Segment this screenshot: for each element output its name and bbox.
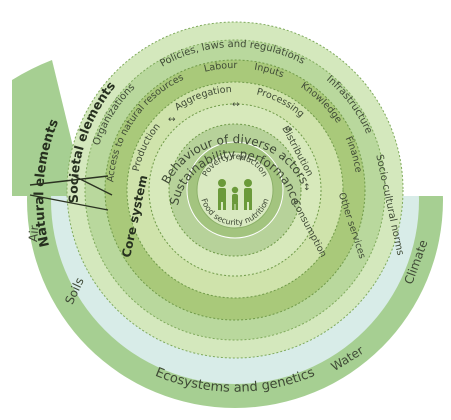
- core-item-labour: Labour: [203, 60, 237, 75]
- family-icon: [218, 179, 252, 210]
- arrow-distribution-consumption: ↕: [303, 183, 311, 193]
- arrow-production-aggregation: ↔: [168, 115, 176, 125]
- arrow-processing-distribution: ↔: [285, 125, 293, 135]
- arrow-aggregation-processing: ↔: [232, 100, 240, 110]
- cross-ring-arrows: [29, 174, 113, 211]
- natural-left-wedge: [12, 60, 85, 196]
- chain-arrows: ↔ ↔ ↔ ↕: [168, 100, 311, 193]
- natural-item-air: Air: [26, 225, 41, 243]
